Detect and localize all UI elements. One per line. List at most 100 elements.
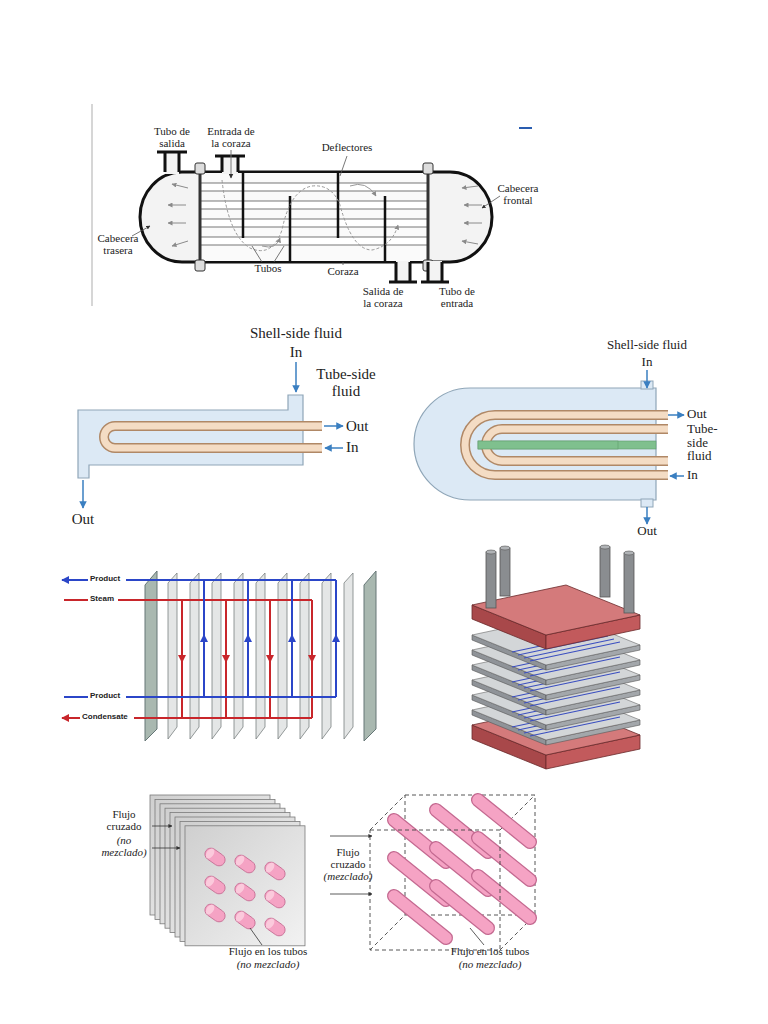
cross-flow-unmixed xyxy=(234,882,246,895)
plate-stack-3d xyxy=(486,552,496,608)
shell-tube-exchanger xyxy=(200,173,428,261)
shell-tube-exchanger xyxy=(519,127,532,129)
shell-tube-exchanger xyxy=(140,172,492,262)
plate-stack-3d xyxy=(600,547,610,597)
shell-tube-exchanger xyxy=(200,219,428,227)
cross-flow-unmixed xyxy=(203,874,228,896)
plate-exchanger-schematic xyxy=(212,573,221,739)
two-pass-u-tube-exchanger xyxy=(670,475,684,477)
plate-exchanger-schematic xyxy=(62,579,88,581)
cross-flow-unmixed xyxy=(264,861,276,874)
shell-tube-exchanger xyxy=(423,163,433,174)
shell-tube-exchanger xyxy=(389,262,417,282)
two-pass-u-tube-exchanger xyxy=(668,414,684,416)
cross-flow-unmixed xyxy=(264,917,276,930)
plate-exchanger-schematic xyxy=(269,600,271,718)
plate-exchanger-schematic xyxy=(291,580,293,697)
shell-tube-exchanger xyxy=(350,184,376,196)
part-label: Coraza xyxy=(318,265,368,277)
two-pass-u-tube-exchanger xyxy=(478,441,618,449)
cross-flow-mixed xyxy=(370,830,500,950)
part-label: Tubos xyxy=(248,262,288,274)
cross-flow-mixed xyxy=(436,886,488,928)
cross-flow-unmixed xyxy=(233,881,258,903)
part-label: Condensate xyxy=(82,713,134,722)
u-tube-exchanger xyxy=(82,480,84,508)
two-pass-u-tube-exchanger xyxy=(414,370,684,524)
cross-flow-unmixed xyxy=(203,902,228,924)
shell-tube-exchanger xyxy=(427,168,430,266)
part-label: (no mezclado) xyxy=(223,958,313,970)
plate-exchanger-schematic xyxy=(64,696,88,698)
cross-flow-unmixed xyxy=(233,881,258,903)
u-tube-exchanger xyxy=(295,362,297,392)
shell-tube-exchanger xyxy=(200,237,428,245)
shell-tube-exchanger xyxy=(195,260,205,271)
part-label: Steam xyxy=(90,595,130,604)
part-label: Tubo de entrada xyxy=(434,285,480,309)
cross-flow-mixed xyxy=(405,795,535,915)
u-tube-exchanger xyxy=(104,426,322,448)
plate-stack-3d xyxy=(600,545,610,549)
part-label: Flujo cruzado xyxy=(323,846,373,870)
shell-tube-exchanger xyxy=(157,152,187,172)
shell-tube-exchanger xyxy=(462,241,478,244)
part-label: Flujo en los tubos xyxy=(213,945,323,957)
two-pass-u-tube-exchanger xyxy=(465,415,668,475)
two-pass-u-tube-exchanger xyxy=(465,415,668,475)
plate-exchanger-schematic xyxy=(311,600,313,718)
cross-flow-unmixed xyxy=(263,916,288,938)
plate-exchanger-schematic xyxy=(62,571,376,741)
part-label: Tube-side fluid xyxy=(309,366,384,399)
shell-tube-exchanger xyxy=(462,186,478,188)
plate-exchanger-schematic xyxy=(64,599,88,601)
shell-tube-exchanger xyxy=(343,262,344,265)
cross-flow-unmixed xyxy=(203,846,228,868)
cross-flow-unmixed xyxy=(233,909,258,931)
plate-exchanger-schematic xyxy=(278,573,287,739)
part-label: Shell-side fluid xyxy=(226,325,366,342)
cross-flow-unmixed xyxy=(233,853,258,875)
cross-flow-mixed xyxy=(330,836,372,837)
plate-stack-3d xyxy=(500,548,510,596)
shell-tube-exchanger xyxy=(168,223,186,224)
u-tube-exchanger xyxy=(78,362,343,508)
cross-flow-unmixed xyxy=(204,875,216,888)
shell-tube-exchanger xyxy=(384,196,387,261)
plate-exchanger-schematic xyxy=(364,571,376,741)
plate-exchanger-schematic xyxy=(256,573,265,739)
u-tube-exchanger xyxy=(325,447,343,449)
shell-tube-exchanger xyxy=(337,173,340,238)
plate-exchanger-schematic xyxy=(126,696,336,698)
cross-flow-unmixed xyxy=(152,826,172,827)
part-label: In xyxy=(687,468,727,482)
shell-tube-exchanger xyxy=(482,196,500,208)
two-pass-u-tube-exchanger xyxy=(414,388,656,500)
cross-flow-unmixed xyxy=(234,854,246,867)
shell-tube-exchanger xyxy=(92,104,532,306)
part-label: In xyxy=(632,355,662,369)
shell-tube-exchanger xyxy=(242,173,245,238)
cross-flow-unmixed xyxy=(233,909,258,931)
part-label: Cabecera frontal xyxy=(493,182,543,206)
plate-exchanger-schematic xyxy=(181,600,183,718)
cross-flow-unmixed xyxy=(204,903,216,916)
cross-flow-mixed xyxy=(436,886,488,928)
plate-exchanger-schematic xyxy=(247,580,249,697)
part-label: (no mezclado) xyxy=(445,958,535,970)
part-label: Shell-side fluid xyxy=(582,338,712,352)
two-pass-u-tube-exchanger xyxy=(646,370,648,388)
part-label: In xyxy=(281,344,311,361)
cross-flow-mixed xyxy=(478,876,530,918)
shell-tube-exchanger xyxy=(168,205,186,206)
cross-flow-mixed xyxy=(470,928,484,945)
plate-exchanger-schematic xyxy=(168,573,177,739)
part-label: Deflectores xyxy=(312,141,382,153)
u-tube-exchanger xyxy=(104,426,322,448)
plate-stack-3d xyxy=(624,553,634,613)
plate-exchanger-schematic xyxy=(126,579,336,581)
shell-tube-exchanger xyxy=(274,246,284,262)
cross-flow-unmixed xyxy=(263,888,288,910)
